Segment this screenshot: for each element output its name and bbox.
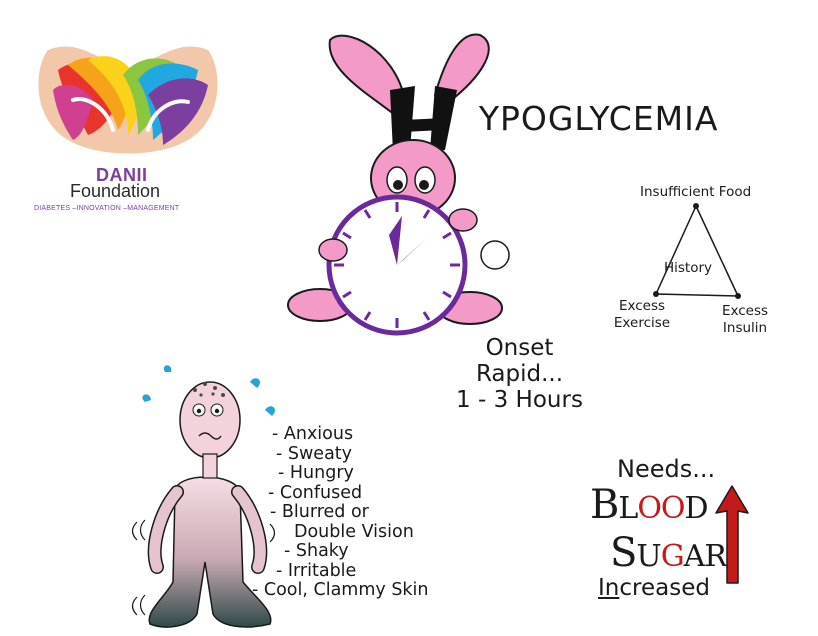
cause-insulin-line2: Insulin (722, 320, 768, 336)
logo-tagline: DIABETES –INNOVATION –MANAGEMENT (34, 205, 180, 212)
onset-info: Onset Rapid... 1 - 3 Hours (452, 335, 587, 413)
increased-rest: creased (619, 575, 710, 601)
cause-excess-exercise: Excess Exercise (612, 298, 672, 332)
symptom-item: - Confused (268, 482, 363, 503)
sugar-letter: S (610, 530, 637, 576)
cause-insufficient-food: Insufficient Food (640, 184, 752, 200)
increased-label: Increased (598, 575, 710, 601)
danii-logo-graphic (38, 46, 218, 154)
logo-subtitle: Foundation (70, 181, 161, 201)
increased-prefix: In (598, 575, 620, 601)
symptoms-list: - Anxious - Sweaty - Hungry - Confused -… (248, 424, 429, 601)
rabbit-clock-illustration (287, 33, 510, 336)
sweaty-person-illustration (131, 365, 276, 628)
sugar-word: SUGAR (610, 530, 727, 576)
title-rest: YPOGLYCEMIA (478, 99, 719, 138)
onset-line3: 1 - 3 Hours (456, 387, 583, 413)
symptom-item: Double Vision (294, 521, 414, 542)
sugar-letter: U (636, 539, 661, 574)
sugar-letter: A (683, 539, 706, 574)
symptom-item: - Sweaty (276, 443, 353, 464)
symptom-item: - Irritable (276, 560, 357, 581)
symptom-item: - Anxious (272, 424, 354, 444)
causes-triangle (653, 203, 741, 299)
needs-label: Needs... (617, 455, 716, 483)
page-title: HYPOGLYCEMIA (453, 99, 718, 138)
cause-exercise-line1: Excess (618, 298, 666, 314)
cause-exercise-line2: Exercise (613, 315, 671, 331)
sugar-letter: G (660, 539, 685, 574)
cause-insulin-line1: Excess (721, 303, 769, 319)
title-letter-h: H (453, 99, 479, 138)
blood-letter: L (618, 491, 638, 526)
sugar-letter: R (704, 539, 727, 574)
symptom-item: - Blurred or (270, 502, 369, 522)
cause-history: History (664, 260, 713, 276)
symptom-item: - Shaky (284, 541, 349, 561)
up-arrow-icon (715, 485, 749, 584)
blood-letter: B (590, 482, 619, 528)
blood-letter: OO (637, 491, 685, 526)
symptom-item: - Cool, Clammy Skin (252, 580, 429, 600)
symptom-item: - Hungry (278, 463, 354, 483)
cause-excess-insulin: Excess Insulin (716, 303, 774, 337)
blood-word: BLOOD (590, 482, 709, 528)
onset-line2: Rapid... (475, 361, 564, 387)
logo-name: DANII (96, 165, 148, 185)
blood-letter: D (684, 491, 709, 526)
onset-line1: Onset (485, 335, 554, 361)
